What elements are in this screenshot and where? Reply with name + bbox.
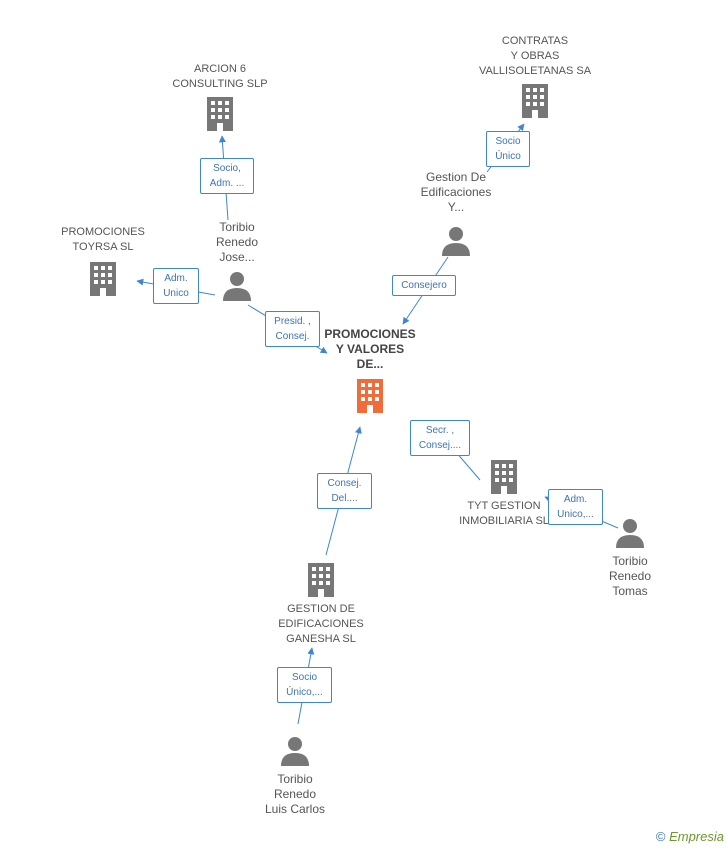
- building-icon: [357, 379, 383, 413]
- building-icon: [491, 460, 517, 494]
- person-luis[interactable]: Toribio Renedo Luis Carlos: [250, 736, 340, 817]
- copyright-footer: © Empresia: [656, 829, 724, 844]
- person-gestion[interactable]: Gestion De Edificaciones Y...: [406, 170, 506, 256]
- person-jose[interactable]: Toribio Renedo Jose...: [197, 220, 277, 301]
- person-tomas-label: Toribio Renedo Tomas: [608, 554, 652, 598]
- person-luis-label: Toribio Renedo Luis Carlos: [264, 772, 326, 816]
- relation-label-secr[interactable]: Secr. , Consej....: [410, 420, 470, 456]
- relation-label-socio-adm[interactable]: Socio, Adm. ...: [200, 158, 254, 194]
- company-main-label: PROMOCIONES Y VALORES DE...: [324, 327, 416, 371]
- person-icon: [442, 227, 470, 256]
- person-icon: [281, 737, 309, 766]
- company-toyrsa[interactable]: PROMOCIONES TOYRSA SL: [48, 225, 158, 297]
- person-tomas[interactable]: Toribio Renedo Tomas: [590, 518, 670, 599]
- company-contratas-label: CONTRATAS Y OBRAS VALLISOLETANAS SA: [478, 35, 592, 77]
- relation-label-socio-unico-contratas[interactable]: Socio Único: [486, 131, 530, 167]
- person-jose-label: Toribio Renedo Jose...: [215, 220, 259, 264]
- person-gestion-label: Gestion De Edificaciones Y...: [420, 170, 492, 214]
- relation-label-socio-unico-ganesha[interactable]: Socio Único,...: [277, 667, 332, 703]
- copyright-symbol: ©: [655, 829, 666, 844]
- person-icon: [223, 272, 251, 301]
- relation-label-consej-del[interactable]: Consej. Del....: [317, 473, 372, 509]
- company-ganesha-label: GESTION DE EDIFICACIONES GANESHA SL: [278, 603, 364, 645]
- company-tyt-label: TYT GESTION INMOBILIARIA SL: [459, 500, 549, 527]
- company-main[interactable]: PROMOCIONES Y VALORES DE...: [306, 327, 434, 414]
- building-icon: [308, 563, 334, 597]
- building-icon: [207, 97, 233, 131]
- relation-label-consejero[interactable]: Consejero: [392, 275, 456, 296]
- company-tyt[interactable]: TYT GESTION INMOBILIARIA SL: [448, 459, 560, 529]
- relation-label-adm-unico-tyt[interactable]: Adm. Unico,...: [548, 489, 603, 525]
- company-ganesha[interactable]: GESTION DE EDIFICACIONES GANESHA SL: [262, 562, 380, 647]
- company-contratas[interactable]: CONTRATAS Y OBRAS VALLISOLETANAS SA: [470, 34, 600, 119]
- company-arcion[interactable]: ARCION 6 CONSULTING SLP: [160, 62, 280, 132]
- building-icon: [522, 84, 548, 118]
- building-icon: [90, 262, 116, 296]
- company-arcion-label: ARCION 6 CONSULTING SLP: [172, 63, 268, 90]
- relation-label-adm-unico-toyrsa[interactable]: Adm. Unico: [153, 268, 199, 304]
- person-icon: [616, 519, 644, 548]
- brand-name[interactable]: Empresia: [669, 829, 724, 844]
- company-toyrsa-label: PROMOCIONES TOYRSA SL: [61, 226, 145, 253]
- relation-label-presid[interactable]: Presid. , Consej.: [265, 311, 320, 347]
